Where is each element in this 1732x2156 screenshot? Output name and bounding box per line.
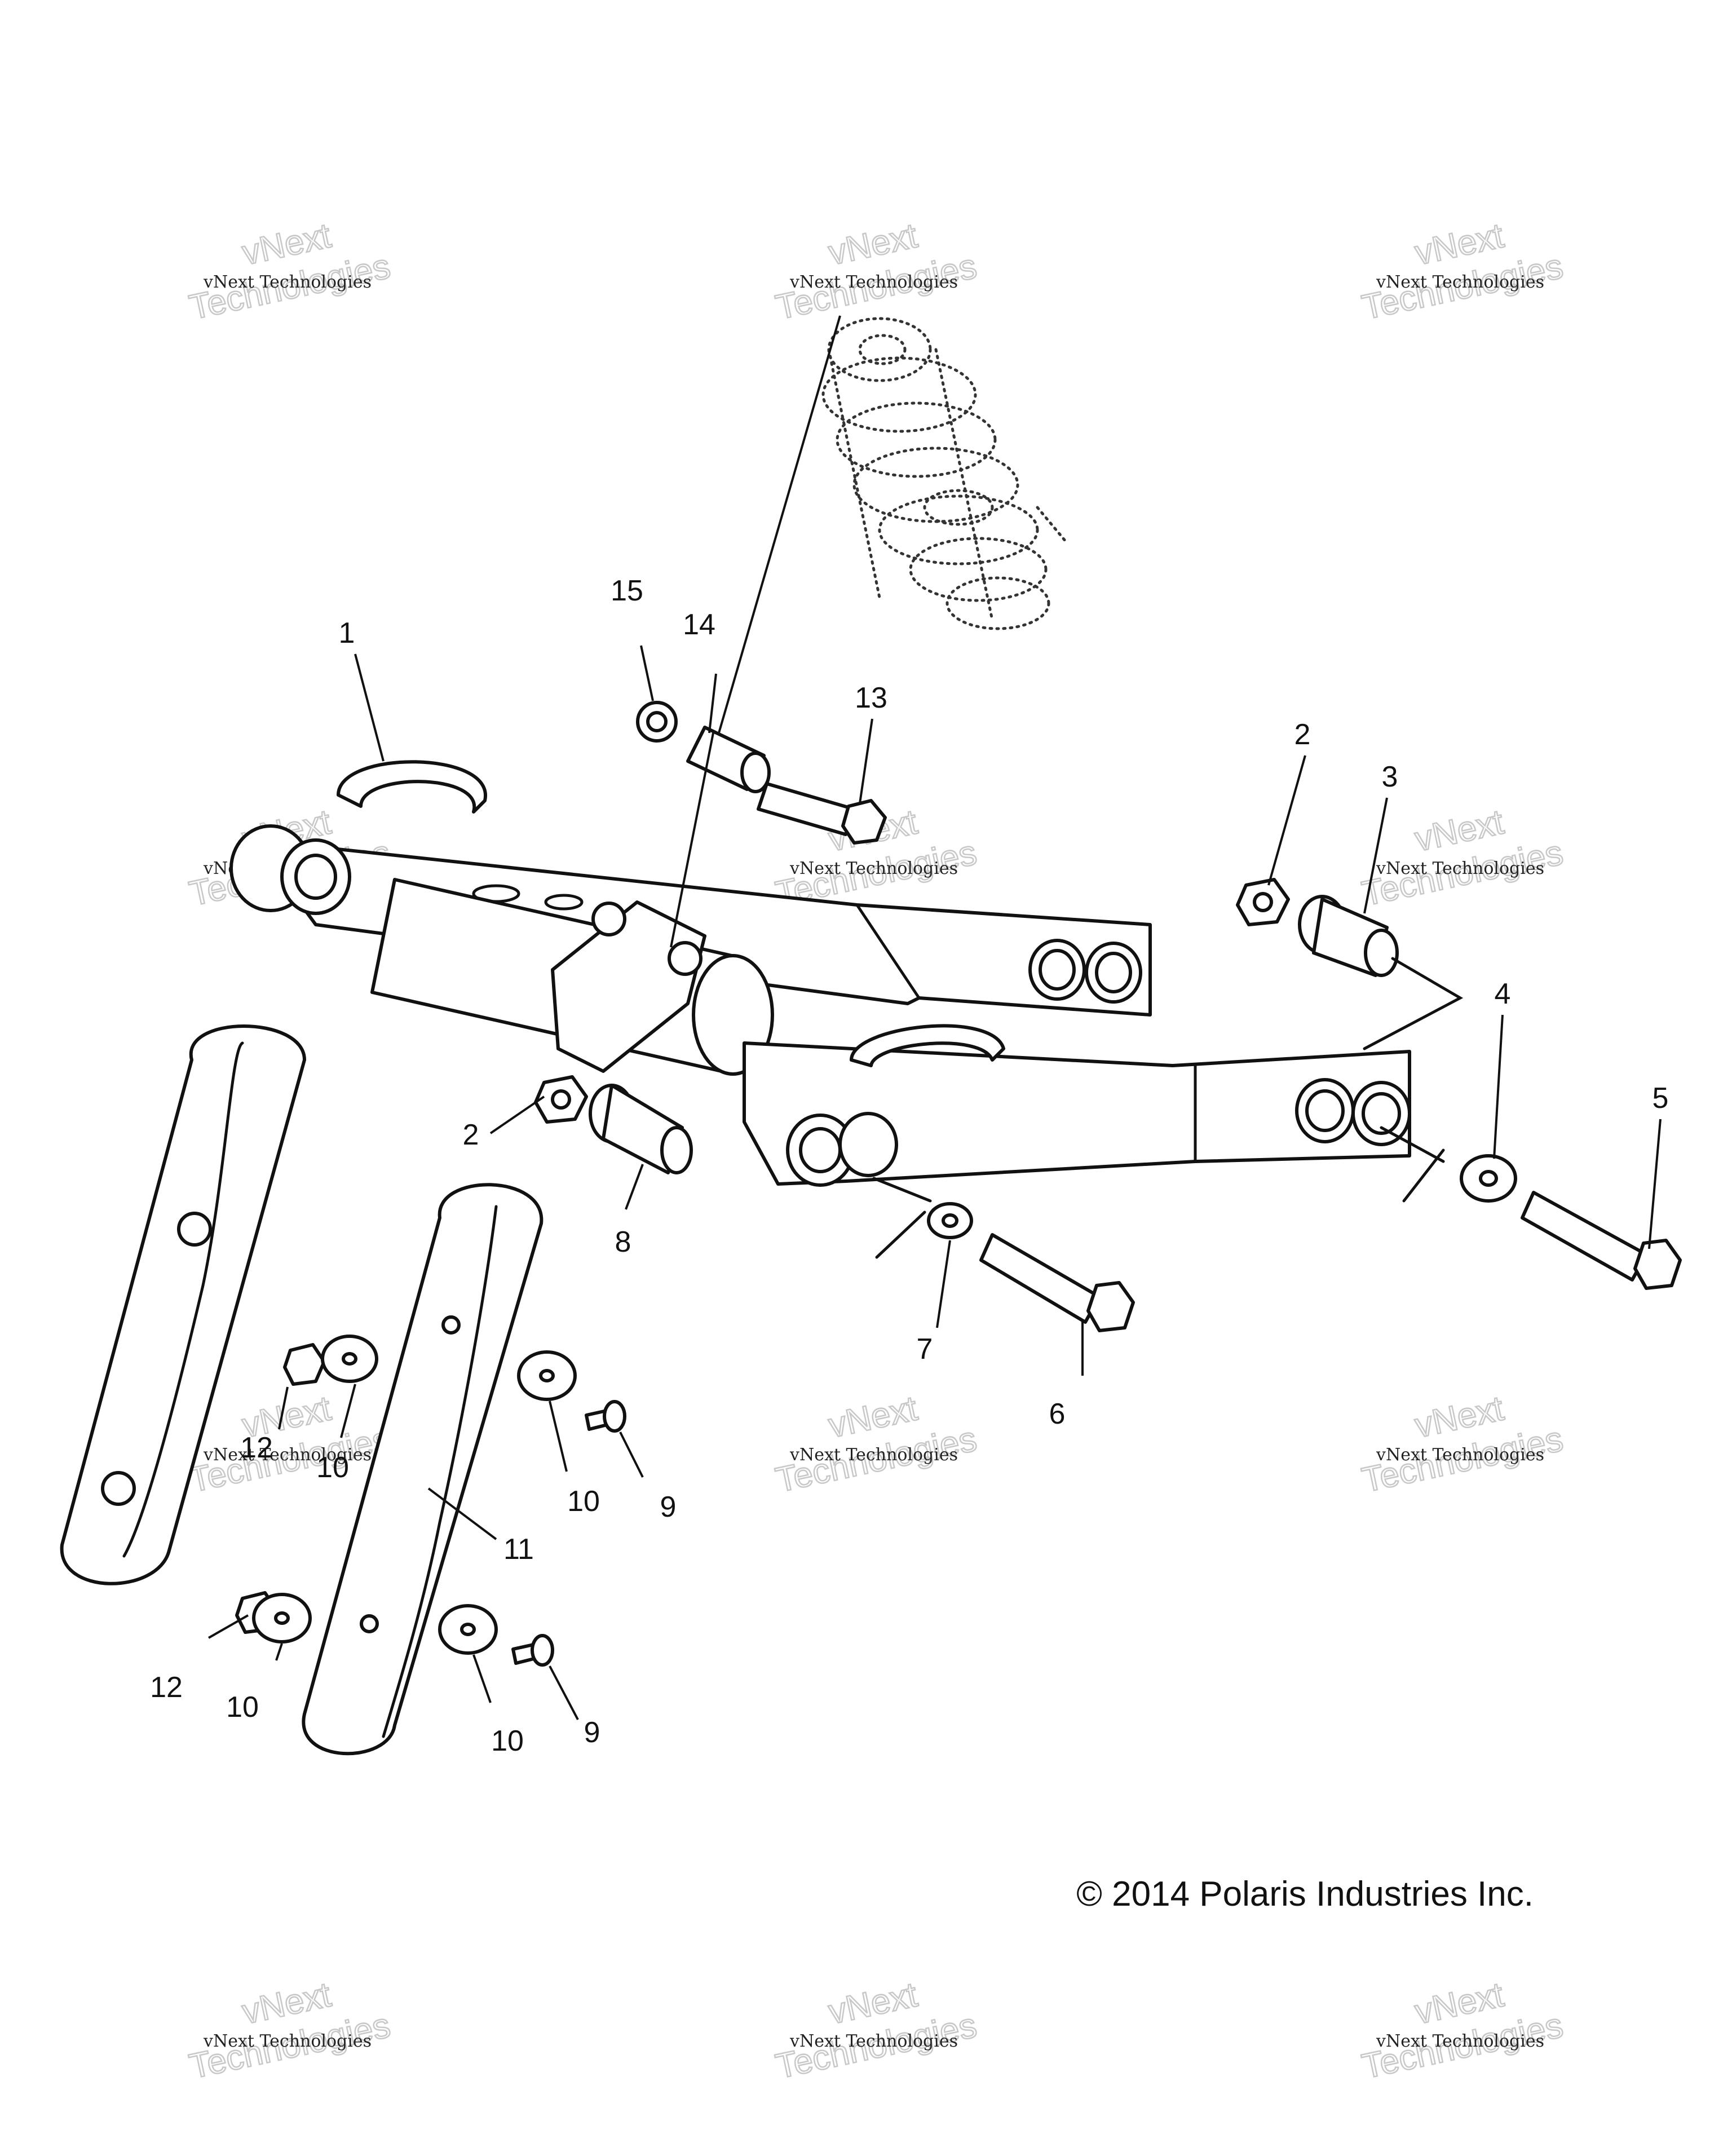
watermark-small-text: vNext Technologies bbox=[789, 272, 958, 292]
callout-13: 13 bbox=[855, 682, 887, 714]
callout-2-right: 2 bbox=[1294, 718, 1311, 751]
callout-4: 4 bbox=[1495, 978, 1511, 1010]
watermark-small-text: vNext Technologies bbox=[1376, 272, 1544, 292]
callout-12-upper: 12 bbox=[240, 1432, 273, 1464]
callout-9-upper: 9 bbox=[660, 1491, 677, 1523]
shock-spring-outline bbox=[821, 317, 1067, 630]
leader-lines bbox=[208, 315, 1662, 1720]
watermark-small-text: vNext Technologies bbox=[1376, 2031, 1544, 2051]
watermark-small-text: vNext Technologies bbox=[789, 859, 958, 878]
watermark-small-text: vNext Technologies bbox=[789, 2031, 958, 2051]
watermark-small-text: vNext Technologies bbox=[203, 1445, 372, 1465]
callout-14: 14 bbox=[683, 608, 715, 641]
callout-labels: 15 14 13 1 2 3 4 5 2 8 7 6 12 10 10 9 11… bbox=[150, 575, 1668, 1757]
callout-15: 15 bbox=[611, 575, 643, 607]
callout-10-upper-left: 10 bbox=[316, 1451, 349, 1484]
callout-11: 11 bbox=[503, 1533, 534, 1566]
callout-10-lower-left: 10 bbox=[226, 1691, 259, 1724]
watermark-small-text: vNext Technologies bbox=[789, 1445, 958, 1465]
callout-12-lower: 12 bbox=[150, 1671, 183, 1704]
watermark-small-text: vNext Technologies bbox=[1376, 1445, 1544, 1465]
callout-1: 1 bbox=[339, 617, 355, 650]
callout-10-lower-right: 10 bbox=[491, 1725, 524, 1757]
callout-5: 5 bbox=[1653, 1082, 1669, 1115]
watermark-small-text: vNext Technologies bbox=[1376, 859, 1544, 878]
callout-6: 6 bbox=[1049, 1398, 1066, 1430]
callout-8: 8 bbox=[615, 1226, 631, 1258]
callout-10-upper-right: 10 bbox=[567, 1485, 600, 1518]
hardware bbox=[534, 701, 1682, 1332]
watermark-small-text: vNext Technologies bbox=[203, 2031, 372, 2051]
copyright-notice: © 2014 Polaris Industries Inc. bbox=[1076, 1875, 1534, 1914]
callout-7: 7 bbox=[917, 1333, 933, 1366]
callout-2-center: 2 bbox=[463, 1119, 479, 1151]
callout-9-lower: 9 bbox=[584, 1716, 600, 1749]
callout-3: 3 bbox=[1382, 761, 1398, 793]
watermark-small-text: vNext Technologies bbox=[203, 272, 372, 292]
links bbox=[60, 1024, 626, 1756]
swing-arm bbox=[229, 760, 1411, 1187]
